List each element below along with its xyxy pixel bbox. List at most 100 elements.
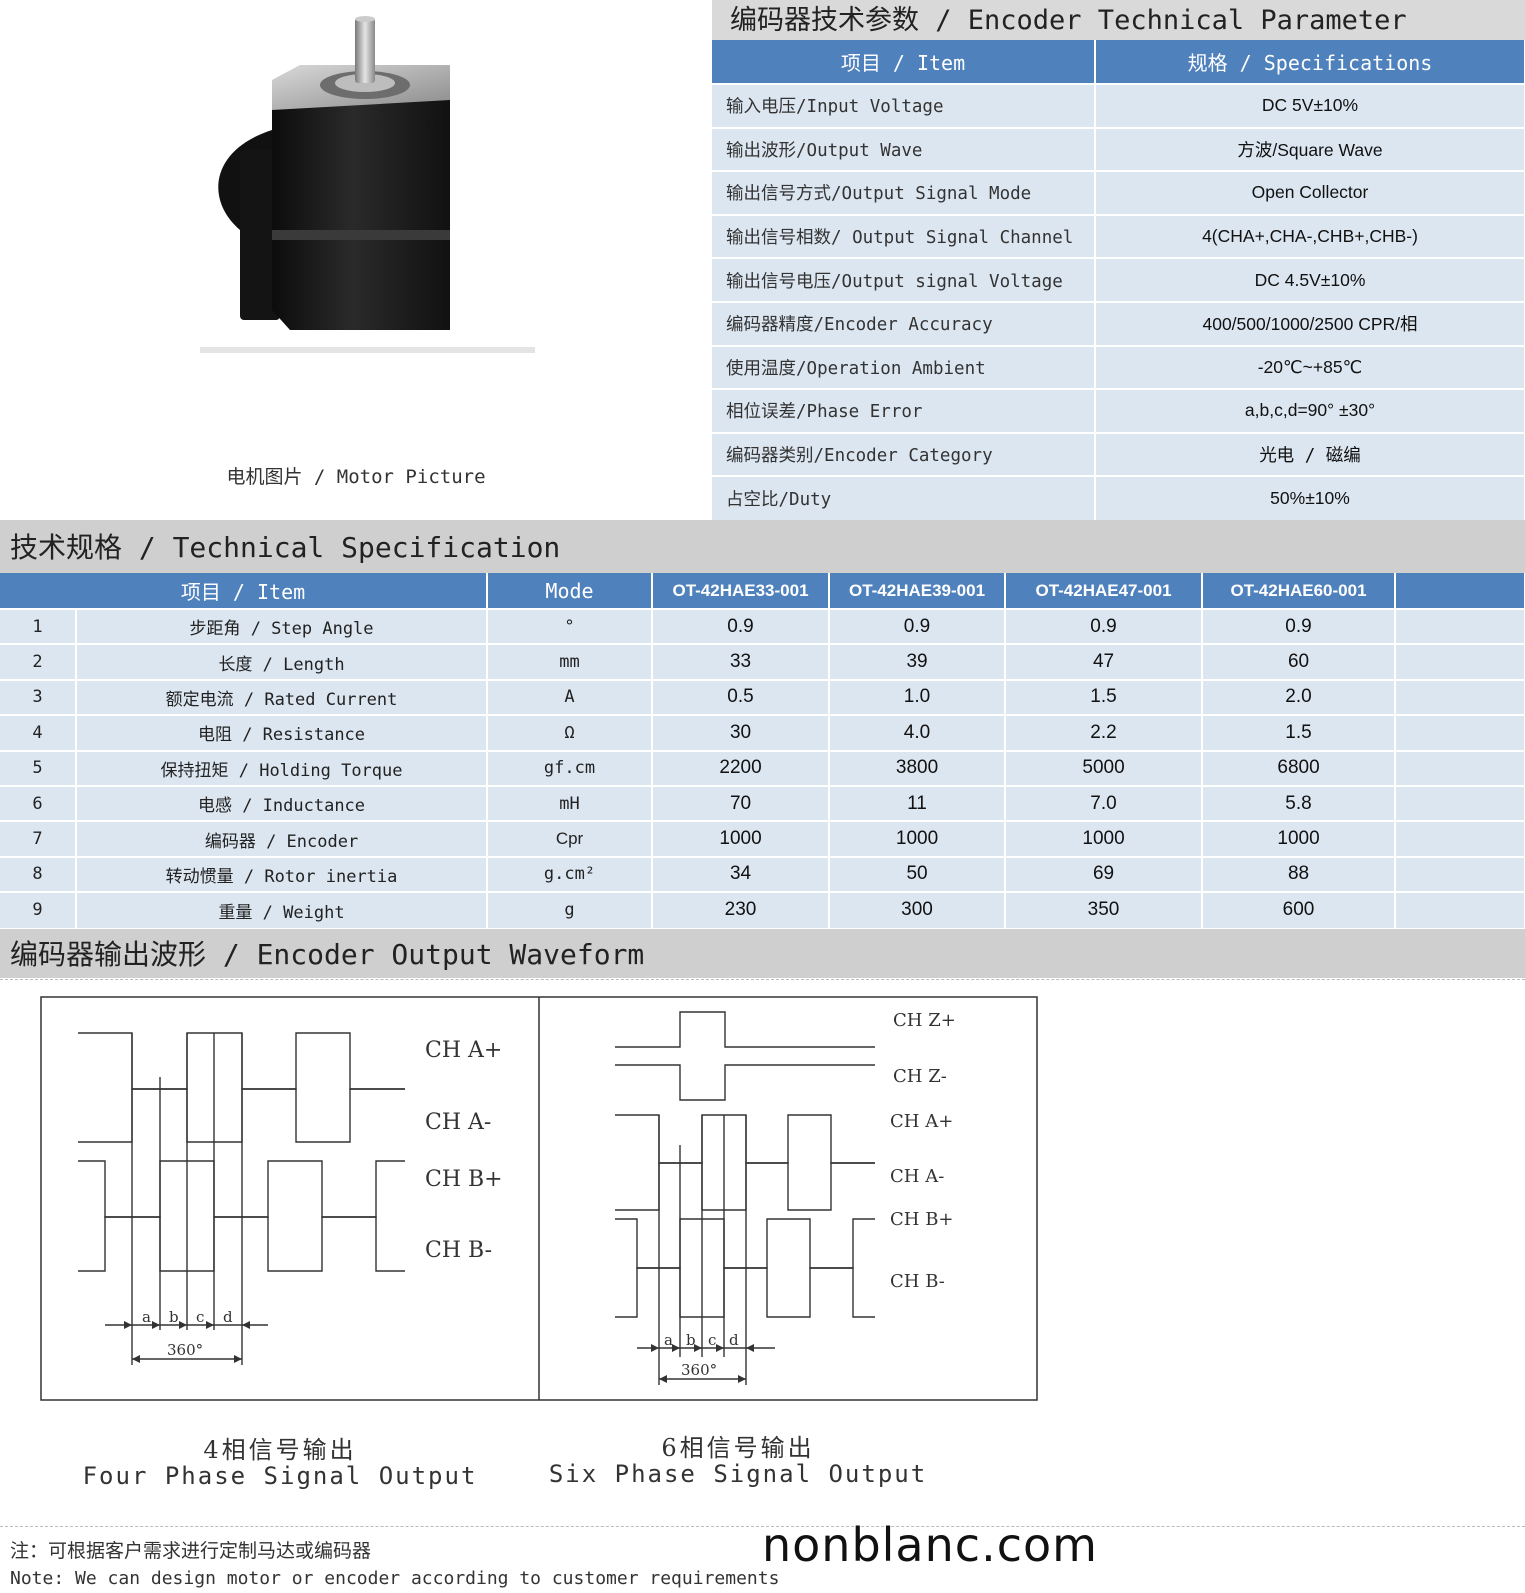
motor-picture-panel: 电机图片 / Motor Picture [0, 0, 712, 512]
row-unit: Cpr [487, 820, 654, 857]
table-row: 8 转动惯量 / Rotor inertia g.cm² 34 50 69 88 [0, 855, 1525, 893]
row-value: 47 [1005, 643, 1204, 680]
row-item: 电感 / Inductance [76, 784, 489, 822]
param-item: 编码器精度/Encoder Accuracy [712, 300, 1096, 346]
row-value: 1000 [1005, 820, 1204, 857]
row-item: 步距角 / Step Angle [76, 607, 489, 645]
row-empty [1395, 678, 1525, 716]
row-value: 2.0 [1202, 678, 1397, 716]
table-row: 5 保持扭矩 / Holding Torque gf.cm 2200 3800 … [0, 749, 1525, 786]
row-value: 2.2 [1005, 714, 1204, 751]
row-value: 0.9 [829, 607, 1007, 645]
row-unit: A [487, 678, 654, 716]
motor-caption: 电机图片 / Motor Picture [226, 466, 486, 488]
wave-b-minus-6 [615, 1267, 875, 1318]
phase-letter: a [142, 1308, 151, 1326]
four-phase-caption-en: Four Phase Signal Output [82, 1462, 478, 1490]
header-spec: 规格 / Specifications [1095, 40, 1525, 84]
row-value: 5000 [1005, 749, 1204, 786]
header-model: OT-42HAE60-001 [1202, 573, 1397, 609]
row-value: 30 [652, 714, 831, 751]
row-value: 70 [652, 784, 831, 822]
table-row: 1 步距角 / Step Angle ° 0.9 0.9 0.9 0.9 [0, 607, 1525, 645]
four-phase-letters: a b c d 360° [142, 1308, 233, 1359]
table-row: 编码器类别/Encoder Category 光电 / 磁编 [712, 431, 1525, 477]
table-row: 相位误差/Phase Error a,b,c,d=90° ±30° [712, 388, 1525, 433]
row-value: 69 [1005, 855, 1204, 893]
header-model: OT-42HAE39-001 [829, 573, 1007, 609]
param-spec: 400/500/1000/2500 CPR/相 [1095, 300, 1525, 346]
param-item: 输出信号相数/ Output Signal Channel [712, 213, 1096, 259]
header-item: 项目 / Item [0, 573, 489, 609]
row-value: 5.8 [1202, 784, 1397, 822]
footer-divider [0, 1526, 1525, 1527]
table-row: 4 电阻 / Resistance Ω 30 4.0 2.2 1.5 [0, 714, 1525, 751]
row-value: 1.0 [829, 678, 1007, 716]
divider [0, 979, 1525, 980]
period-label: 360° [167, 1341, 203, 1359]
row-value: 4.0 [829, 714, 1007, 751]
row-unit: Ω [487, 714, 654, 751]
row-value: 350 [1005, 891, 1204, 928]
row-value: 1000 [652, 820, 831, 857]
row-value: 60 [1202, 643, 1397, 680]
four-phase-channel-labels: CH A+ CH A- CH B+ CH B- [425, 1038, 503, 1263]
row-number: 9 [0, 891, 77, 928]
row-unit: ° [487, 607, 654, 645]
table-row: 输出信号方式/Output Signal Mode Open Collector [712, 170, 1525, 215]
row-empty [1395, 891, 1525, 928]
six-phase-caption-cn: 6相信号输出 [661, 1434, 815, 1462]
header-mode: Mode [487, 573, 654, 609]
table-row: 6 电感 / Inductance mH 70 11 7.0 5.8 [0, 784, 1525, 822]
six-phase-arrows [651, 1344, 754, 1383]
param-item: 使用温度/Operation Ambient [712, 344, 1096, 390]
row-value: 33 [652, 643, 831, 680]
row-value: 2200 [652, 749, 831, 786]
row-value: 1.5 [1202, 714, 1397, 751]
row-unit: mH [487, 784, 654, 822]
row-item: 保持扭矩 / Holding Torque [76, 749, 489, 786]
row-value: 39 [829, 643, 1007, 680]
six-phase-waveform [615, 1011, 875, 1385]
site-watermark: nonblanc.com [762, 1518, 1098, 1572]
wave-z-minus [615, 1064, 875, 1101]
waveform-title: 编码器输出波形 / Encoder Output Waveform [0, 929, 1525, 978]
row-number: 4 [0, 714, 77, 751]
wave-b-minus [78, 1216, 405, 1272]
row-value: 6800 [1202, 749, 1397, 786]
channel-label: CH A- [425, 1110, 491, 1135]
table-row: 9 重量 / Weight g 230 300 350 600 [0, 891, 1525, 928]
table-row: 3 额定电流 / Rated Current A 0.5 1.0 1.5 2.0 [0, 678, 1525, 716]
row-empty [1395, 749, 1525, 786]
row-item: 长度 / Length [76, 643, 489, 680]
row-unit: g.cm² [487, 855, 654, 893]
four-phase-arrows [124, 1321, 250, 1363]
row-number: 2 [0, 643, 77, 680]
channel-label: CH Z- [893, 1066, 947, 1087]
wave-a-minus-6 [615, 1162, 875, 1211]
four-phase-caption-cn: 4相信号输出 [203, 1436, 357, 1464]
row-value: 7.0 [1005, 784, 1204, 822]
wave-z-plus [615, 1011, 875, 1048]
row-value: 0.5 [652, 678, 831, 716]
row-item: 转动惯量 / Rotor inertia [76, 855, 489, 893]
phase-letter: a [664, 1331, 673, 1349]
param-spec: Open Collector [1095, 170, 1525, 215]
phase-letter: c [196, 1308, 204, 1326]
row-value: 0.9 [1202, 607, 1397, 645]
note-chinese: 注：可根据客户需求进行定制马达或编码器 [10, 1540, 372, 1562]
row-item: 电阻 / Resistance [76, 714, 489, 751]
phase-letter: d [729, 1331, 739, 1349]
six-phase-caption-en: Six Phase Signal Output [548, 1460, 928, 1488]
param-spec: -20℃~+85℃ [1095, 344, 1525, 390]
row-value: 1000 [829, 820, 1007, 857]
row-unit: g [487, 891, 654, 928]
channel-label: CH B+ [890, 1209, 954, 1230]
row-item: 重量 / Weight [76, 891, 489, 928]
header-item: 项目 / Item [712, 40, 1096, 84]
row-value: 34 [652, 855, 831, 893]
row-number: 5 [0, 749, 77, 786]
channel-label: CH B- [890, 1271, 945, 1292]
tech-spec-title: 技术规格 / Technical Specification [0, 520, 1525, 573]
wave-a-plus-6 [615, 1114, 875, 1164]
